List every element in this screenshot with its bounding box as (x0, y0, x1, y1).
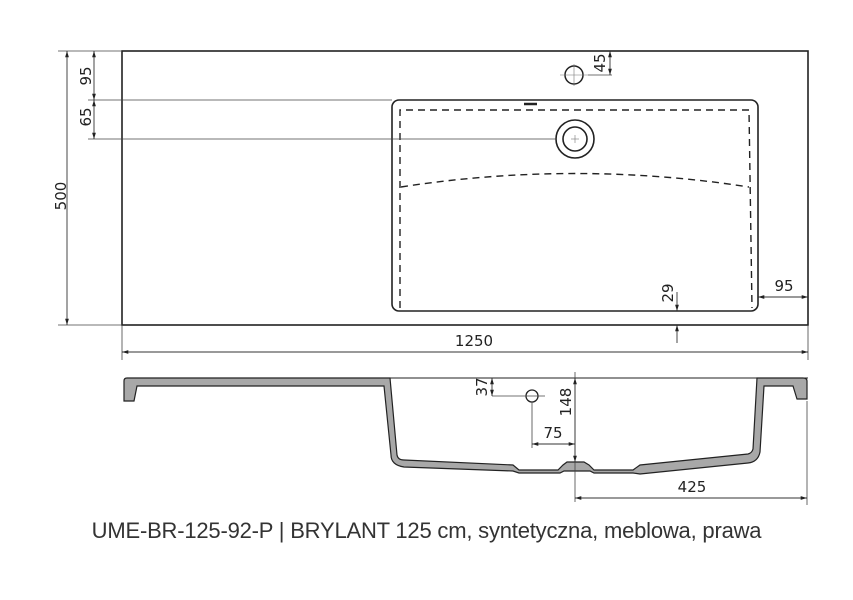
dim-basin-depth: 148 (557, 388, 575, 417)
dim-overall-depth: 500 (52, 182, 70, 211)
dim-edge-to-tap-row: 95 (77, 66, 95, 85)
dim-drain-to-right-edge: 425 (678, 478, 707, 496)
dim-overflow-height: 37 (473, 377, 491, 396)
basin-outline (391, 99, 759, 312)
basin-inner-dashed (399, 109, 753, 309)
dim-tap-row-to-drain: 65 (77, 107, 95, 126)
top-view: 500 95 65 45 29 95 1250 (52, 50, 809, 360)
dim-overall-width: 1250 (455, 332, 493, 350)
drain-inner (562, 126, 588, 152)
section-view: 37 148 75 425 (123, 372, 808, 505)
basin-slope-dashed (400, 172, 750, 188)
dim-right-to-basin: 95 (774, 277, 793, 295)
countertop-outline (121, 50, 809, 326)
product-caption: UME-BR-125-92-P | BRYLANT 125 cm, syntet… (91, 518, 762, 543)
dim-tap-hole-offset: 45 (591, 53, 609, 72)
dim-overflow-to-drain: 75 (543, 424, 562, 442)
dim-front-to-basin: 29 (659, 283, 677, 302)
section-profile (123, 377, 808, 475)
